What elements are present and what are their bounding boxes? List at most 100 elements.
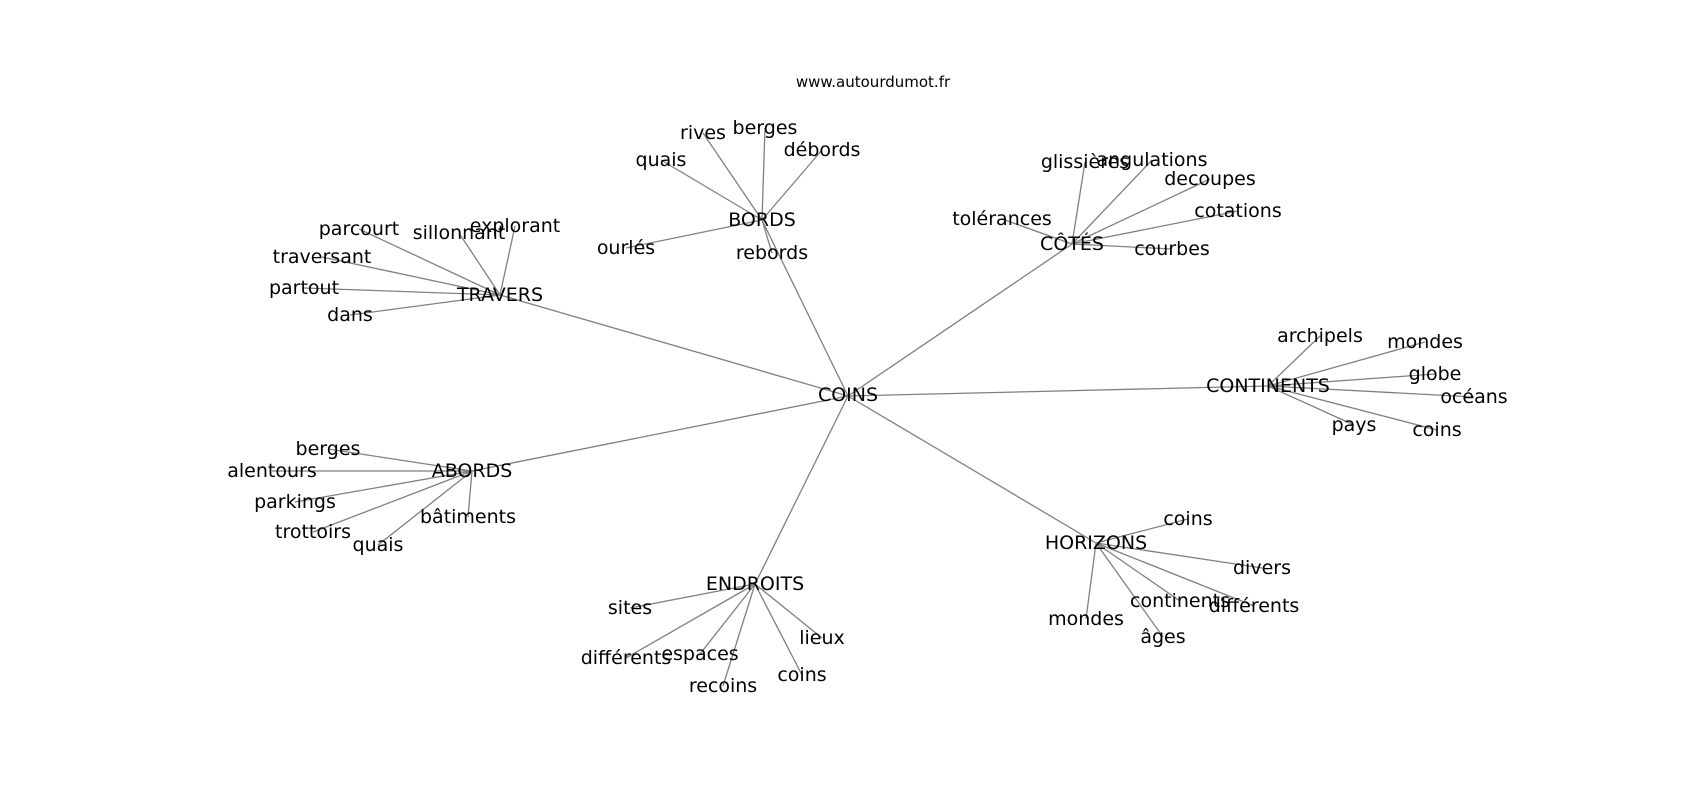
edge-hub-to-word: [1071, 210, 1239, 245]
edge-hub-to-word: [1071, 243, 1173, 250]
edge-hub-to-word: [1095, 518, 1189, 544]
hub-node: HORIZONS: [1045, 532, 1147, 554]
word-node: dans: [327, 304, 373, 326]
graph-edges: [272, 127, 1475, 687]
edge-hub-to-word: [660, 159, 763, 221]
word-node: trottoirs: [275, 521, 351, 543]
hub-node: ENDROITS: [706, 573, 804, 595]
source-url: www.autourdumot.fr: [796, 73, 951, 91]
edge-center-to-hub: [761, 219, 849, 397]
word-node: pays: [1332, 414, 1377, 436]
edge-hub-to-word: [303, 287, 501, 296]
word-node: courbes: [1134, 238, 1210, 260]
hub-node: CÔTÉS: [1040, 231, 1104, 255]
word-node: decoupes: [1164, 168, 1256, 190]
word-node: rebords: [736, 242, 808, 264]
edge-hub-to-word: [699, 583, 756, 655]
edge-hub-to-word: [754, 583, 803, 676]
word-node: cotations: [1194, 200, 1281, 222]
edge-center-to-hub: [754, 395, 849, 585]
word-node: recoins: [689, 675, 757, 697]
edge-hub-to-word: [629, 583, 756, 609]
word-node: coins: [1412, 419, 1461, 441]
edge-hub-to-word: [1001, 218, 1073, 245]
word-node: berges: [733, 117, 798, 139]
edge-hub-to-word: [458, 232, 501, 296]
word-node: sillonnant: [413, 222, 506, 244]
word-node: divers: [1233, 557, 1291, 579]
edge-hub-to-word: [358, 228, 501, 296]
word-node: espaces: [661, 643, 738, 665]
edge-hub-to-word: [467, 470, 473, 518]
hub-node: ABORDS: [432, 460, 513, 482]
edge-hub-to-word: [327, 448, 473, 472]
word-node: coins: [1163, 508, 1212, 530]
edge-hub-to-word: [722, 583, 756, 687]
edge-center-to-hub: [471, 395, 849, 472]
edge-center-to-hub: [499, 294, 849, 397]
word-node: parkings: [254, 491, 336, 513]
edge-hub-to-word: [1095, 542, 1181, 602]
edge-hub-to-word: [377, 470, 473, 546]
edge-hub-to-word: [1095, 542, 1164, 638]
edge-hub-to-word: [1095, 542, 1255, 607]
word-node: rives: [680, 122, 726, 144]
word-node: angulations: [1096, 149, 1207, 171]
word-node: quais: [353, 534, 404, 556]
edge-hub-to-word: [499, 225, 516, 296]
word-node: bâtiments: [420, 506, 516, 528]
word-node: traversant: [273, 246, 372, 268]
edge-center-to-hub: [847, 385, 1269, 397]
edge-hub-to-word: [312, 470, 473, 533]
edge-center-to-hub: [847, 243, 1073, 397]
word-node: débords: [784, 139, 861, 161]
word-node: tolérances: [952, 208, 1052, 230]
word-node: berges: [296, 438, 361, 460]
edge-hub-to-word: [1071, 178, 1211, 245]
word-node: âges: [1140, 626, 1185, 648]
word-node: archipels: [1277, 325, 1363, 347]
word-node: alentours: [227, 460, 316, 482]
word-node: parcourt: [319, 218, 399, 240]
edge-hub-to-word: [1267, 341, 1426, 387]
edge-hub-to-word: [1085, 542, 1097, 620]
edge-hub-to-word: [625, 583, 756, 659]
word-node: sites: [608, 597, 652, 619]
word-node: glissières: [1041, 151, 1129, 173]
edge-hub-to-word: [761, 149, 823, 221]
hub-node: BORDS: [728, 209, 796, 231]
edge-hub-to-word: [761, 127, 766, 221]
word-node: différents: [581, 647, 672, 669]
word-node: partout: [269, 277, 339, 299]
edge-hub-to-word: [1071, 161, 1086, 245]
word-node: quais: [636, 149, 687, 171]
word-node: ourlés: [597, 237, 655, 259]
word-node: océans: [1440, 386, 1507, 408]
edge-hub-to-word: [294, 470, 473, 503]
edge-hub-to-word: [1267, 385, 1475, 398]
edge-hub-to-word: [349, 294, 501, 316]
edge-hub-to-word: [1095, 542, 1263, 569]
word-node: mondes: [1048, 608, 1124, 630]
word-node: mondes: [1387, 331, 1463, 353]
word-node: lieux: [799, 627, 845, 649]
edge-hub-to-word: [321, 256, 501, 296]
edge-hub-to-word: [702, 132, 763, 221]
edge-hub-to-word: [625, 219, 763, 249]
edge-hub-to-word: [1267, 385, 1438, 431]
word-node: différents: [1209, 595, 1300, 617]
hub-node: CONTINENTS: [1206, 375, 1330, 397]
edge-hub-to-word: [1071, 159, 1153, 245]
hub-node: TRAVERS: [456, 284, 543, 306]
center-node: COINS: [818, 384, 878, 406]
edge-hub-to-word: [1267, 335, 1321, 387]
word-node: continents: [1130, 590, 1230, 612]
edge-hub-to-word: [754, 583, 823, 639]
edge-hub-to-word: [1267, 373, 1436, 387]
edge-center-to-hub: [847, 395, 1097, 544]
word-node: coins: [777, 664, 826, 686]
edge-hub-to-word: [1267, 385, 1355, 426]
edge-hub-to-word: [761, 219, 773, 254]
